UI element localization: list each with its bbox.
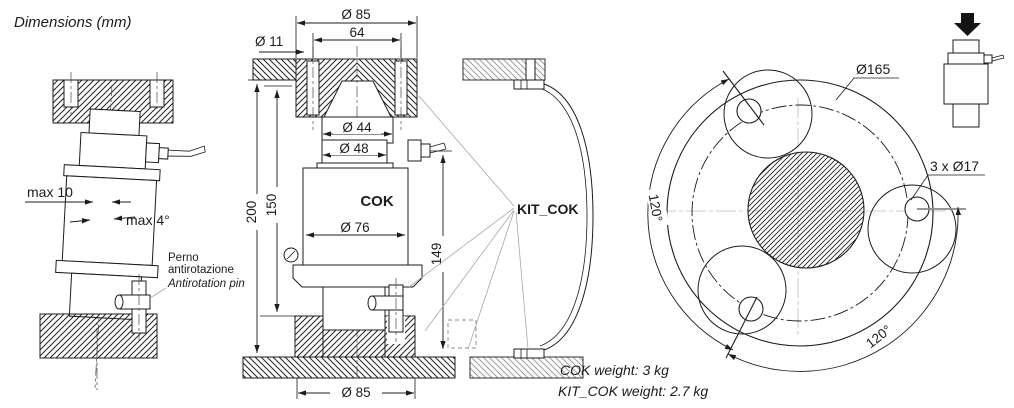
dim-150-label: 150 <box>264 194 279 217</box>
dim-max10-label: max 10 <box>27 184 73 200</box>
page-title: Dimensions (mm) <box>14 14 132 31</box>
icon-bottom-cap <box>952 103 980 128</box>
dim-64-label: 64 <box>349 25 365 40</box>
cable-connector <box>145 142 161 164</box>
cable-connector <box>158 147 169 160</box>
kit-dome-inner <box>539 87 588 347</box>
foot-circle <box>697 245 787 335</box>
holes-label: 3 x Ø17 <box>930 158 979 174</box>
load-cell-icon <box>943 13 1005 128</box>
cok-body <box>302 167 409 266</box>
tilted-load-cell <box>55 108 206 321</box>
cok-cable <box>429 142 447 154</box>
bottom-ring-center <box>322 329 386 358</box>
dome-top-bracket <box>513 79 545 90</box>
top-view: 120° 120° Ø165 3 x Ø17 <box>646 61 985 372</box>
cell-collar <box>78 131 148 170</box>
icon-top-cap <box>952 39 980 54</box>
dim-120-left-label: 120° <box>646 193 666 223</box>
bottom-ring-left <box>294 315 324 358</box>
pin-leader-line <box>149 287 167 299</box>
icon-body <box>943 63 989 105</box>
dim-44-label: Ø 44 <box>342 120 372 135</box>
dim-85-bottom-label: Ø 85 <box>341 385 370 400</box>
dome-bottom-bracket <box>513 348 545 359</box>
dim-76-label: Ø 76 <box>340 220 369 235</box>
dim-165-leader <box>835 77 899 101</box>
dim-arc-120-right <box>727 206 962 372</box>
ceiling-slab-right <box>462 58 546 81</box>
left-view-tilted-cell: max 10 max 4° Perno antirotazione Antiro… <box>25 72 245 390</box>
down-arrow-icon <box>954 13 981 36</box>
dim-149-label: 149 <box>429 243 444 266</box>
dim-165-label: Ø165 <box>856 61 890 77</box>
ceiling-slab-left <box>252 58 297 81</box>
dim-200-label: 200 <box>244 201 259 224</box>
cable <box>167 145 206 157</box>
center-hatched-boss <box>747 151 865 269</box>
icon-collar <box>947 52 985 65</box>
cok-connector <box>407 139 422 162</box>
dim-85-top-label: Ø 85 <box>341 7 370 22</box>
kit-dome-outer <box>543 83 594 351</box>
holes-leader <box>910 174 985 201</box>
section-view: Ø 85 64 Ø 11 Ø 44 Ø 48 COK Ø 76 200 150 <box>242 7 594 400</box>
product-label-cok: COK <box>360 193 394 210</box>
hidden-part-outline <box>447 319 477 349</box>
base-slab <box>242 356 456 379</box>
cok-step-ring <box>316 162 394 169</box>
dim-max-angle-label: max 4° <box>126 212 170 228</box>
pin-label-italian-1: Perno <box>168 252 199 264</box>
pin-label-english: Antirotation pin <box>167 278 245 290</box>
kit-label: KIT_COK <box>517 201 578 217</box>
antirotation-pin <box>118 294 151 310</box>
ceiling-slot <box>525 58 536 81</box>
cell-top-cap <box>88 108 141 137</box>
icon-cable <box>991 54 1005 62</box>
cok-bottom-flange <box>292 264 423 288</box>
antirotation-pin-cap <box>114 294 124 310</box>
kit-weight-note: KIT_COK weight: 2.7 kg <box>558 383 708 399</box>
dim-11-label: Ø 11 <box>255 34 283 49</box>
cok-connector <box>420 143 431 158</box>
dim-arc-120-left <box>647 78 734 351</box>
pin-label-italian-2: antirotazione <box>168 264 234 276</box>
bolt-hole-17 <box>736 98 762 124</box>
antirotation-pin-section <box>371 295 404 311</box>
cok-weight-note: COK weight: 3 kg <box>560 362 669 378</box>
dim-48-label: Ø 48 <box>339 141 368 156</box>
icon-connector <box>983 54 993 64</box>
